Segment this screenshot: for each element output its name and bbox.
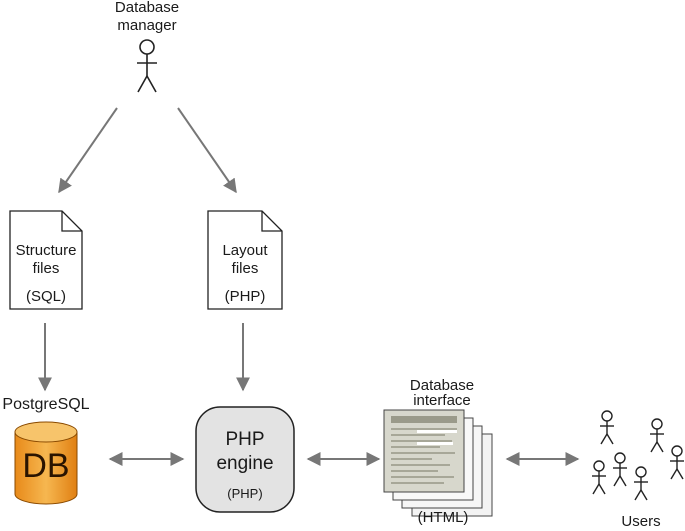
engine-tag: (PHP) xyxy=(227,486,263,501)
database-interface-pages xyxy=(383,409,493,517)
manager-label-line2: manager xyxy=(117,17,177,34)
interface-label: Database interface xyxy=(392,377,492,410)
interface-tag: (HTML) xyxy=(417,509,469,526)
arrow-manager-to-layout xyxy=(177,107,237,194)
interface-line1: Database xyxy=(409,377,475,394)
users-group xyxy=(592,410,684,501)
structure-file-label: Structure files xyxy=(6,242,86,278)
layout-file-label: Layout files xyxy=(205,242,285,278)
database-manager-figure xyxy=(137,39,157,93)
db-text: DB xyxy=(22,447,70,485)
postgres-title: PostgreSQL xyxy=(2,396,90,413)
users-label: Users xyxy=(621,513,661,530)
structure-file-document xyxy=(9,210,83,310)
structure-file-line1: Structure xyxy=(15,242,77,259)
php-engine-box xyxy=(195,406,295,513)
postgres-db-cylinder xyxy=(14,421,78,505)
engine-label: PHP engine xyxy=(196,428,294,476)
manager-label: Database manager xyxy=(97,0,197,35)
structure-file-tag: (SQL) xyxy=(25,288,66,305)
layout-file-line1: Layout xyxy=(222,242,268,259)
arrow-manager-to-structure xyxy=(58,107,118,194)
manager-label-line1: Database xyxy=(114,0,180,16)
engine-line1: PHP xyxy=(225,429,265,450)
engine-line2: engine xyxy=(216,453,274,474)
interface-line2: interface xyxy=(413,392,471,409)
layout-file-tag: (PHP) xyxy=(224,288,266,305)
structure-file-line2: files xyxy=(32,260,60,277)
layout-file-document xyxy=(207,210,283,310)
layout-file-line2: files xyxy=(231,260,259,277)
